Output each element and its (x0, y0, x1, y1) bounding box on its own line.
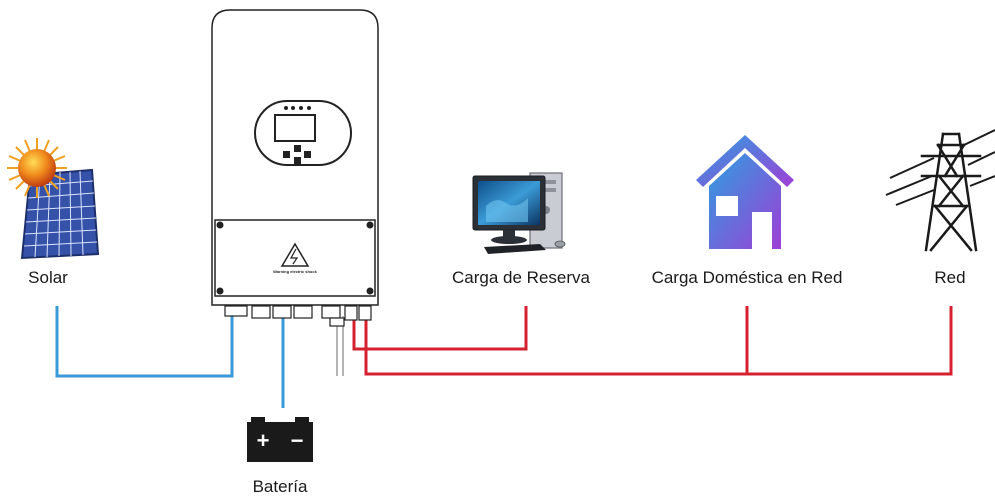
keyboard (484, 244, 546, 254)
house-icon (696, 135, 794, 249)
home-load-label: Carga Doméstica en Red (652, 268, 843, 287)
solar-wire (55, 306, 234, 378)
battery-minus: − (291, 428, 304, 453)
dc-wiring (55, 306, 285, 408)
inverter-icon: Warning electric shock (211, 9, 379, 327)
mouse (554, 240, 566, 248)
computer-icon (472, 172, 566, 254)
warning-icon (280, 242, 310, 267)
display-indicators (284, 106, 311, 110)
ac-wiring (352, 306, 953, 376)
warning-text: Warning electric shock (273, 269, 317, 274)
power-lines (885, 129, 995, 206)
bottom-ports (224, 305, 372, 327)
sun-icon (7, 138, 67, 198)
backup-load-wire (352, 306, 528, 351)
control-buttons (283, 145, 311, 164)
backup-load-label: Carga de Reserva (452, 268, 591, 287)
solar-label: Solar (28, 268, 68, 287)
house-door (752, 212, 772, 249)
battery-plus: + (257, 428, 270, 453)
battery-icon: + − (247, 417, 313, 462)
grid-wire (364, 306, 953, 376)
battery-label: Batería (253, 477, 308, 496)
display-screen (274, 114, 316, 142)
solar-panel-icon (20, 168, 100, 260)
transmission-tower-icon (920, 132, 982, 252)
grid-label: Red (934, 268, 965, 287)
